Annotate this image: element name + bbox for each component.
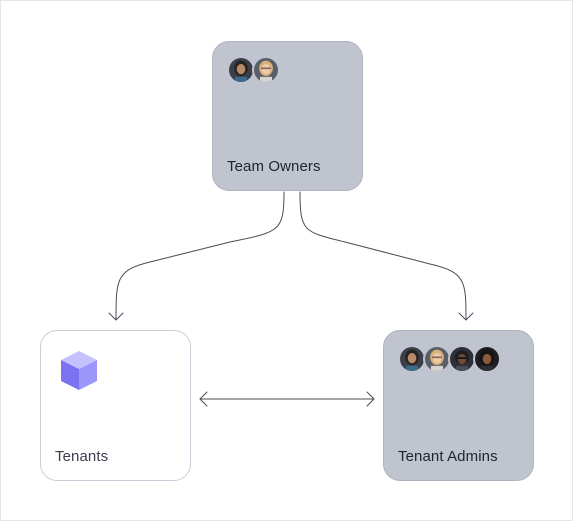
edge-team-owners-to-tenants [115, 191, 285, 321]
avatar [448, 345, 476, 373]
node-label: Tenants [55, 448, 109, 465]
node-tenant-admins[interactable]: Tenant Admins [383, 330, 534, 481]
avatar [227, 56, 255, 84]
arrowhead-left [199, 391, 208, 407]
node-label: Team Owners [227, 158, 321, 175]
node-label: Tenant Admins [398, 448, 498, 465]
avatar [423, 345, 451, 373]
cube-icon [61, 351, 97, 390]
node-team-owners[interactable]: Team Owners [212, 41, 363, 191]
arrowhead-right [366, 391, 375, 407]
node-tenants[interactable]: Tenants [40, 330, 191, 481]
avatar [398, 345, 426, 373]
avatar-group [398, 345, 501, 373]
edge-team-owners-to-tenant-admins [299, 191, 467, 321]
avatar [252, 56, 280, 84]
avatar [473, 345, 501, 373]
avatar-group [227, 56, 280, 84]
arrowhead-tenant-admins [458, 312, 474, 321]
arrowhead-tenants [108, 312, 124, 321]
